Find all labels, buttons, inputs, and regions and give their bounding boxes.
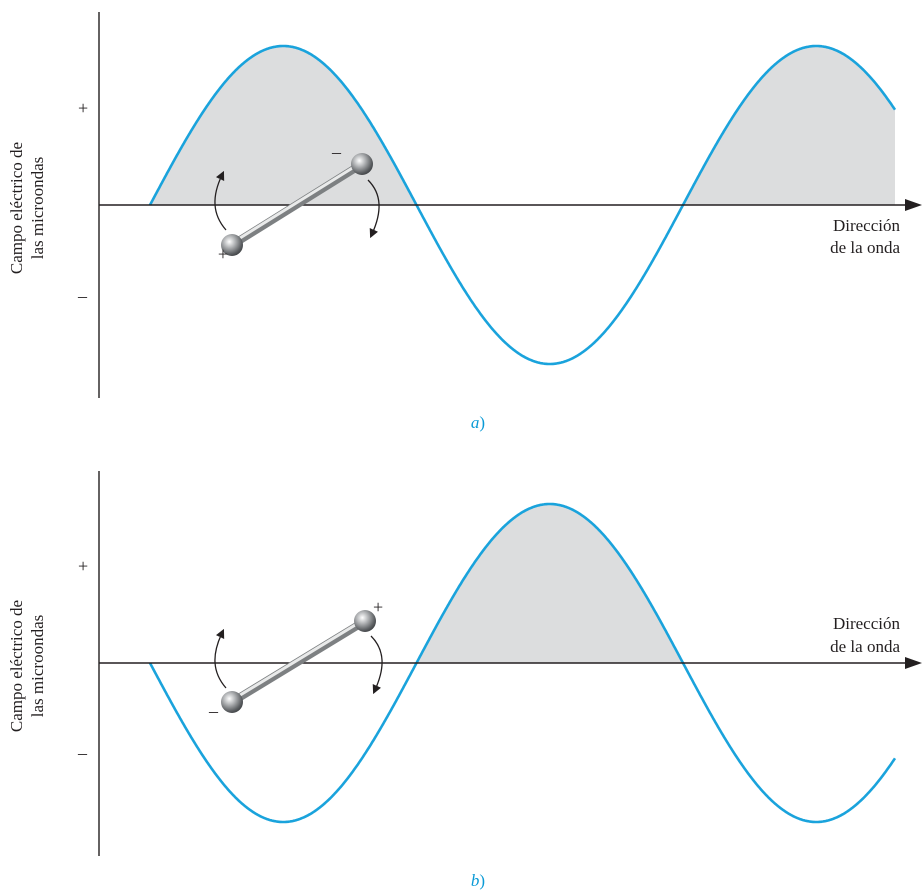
panel-caption-b: b)	[471, 871, 485, 890]
y-axis-label-line1: Campo eléctrico de	[7, 142, 26, 274]
water-dipole: + –	[208, 597, 383, 721]
y-axis-label-line1: Campo eléctrico de	[7, 600, 26, 732]
dipole-atom-upper	[354, 610, 376, 632]
minus-sign: –	[77, 743, 88, 763]
dipole-lower-charge: –	[208, 701, 219, 721]
dipole-upper-charge: +	[373, 597, 383, 617]
y-axis-label-line2: las microondas	[28, 157, 47, 259]
y-axis-label: Campo eléctrico de las microondas	[7, 142, 47, 274]
dipole-rod	[228, 160, 366, 249]
minus-sign: –	[77, 286, 88, 306]
x-axis-label-line2: de la onda	[830, 238, 900, 257]
x-axis-arrowhead	[905, 199, 922, 211]
dipole-atom-upper	[351, 153, 373, 175]
positive-half-shading	[417, 504, 683, 663]
y-axis-label-line2: las microondas	[28, 615, 47, 717]
x-axis-arrowhead	[905, 657, 922, 669]
panel-a: + – Campo eléctrico de las microondas Di…	[7, 12, 922, 432]
panel-caption-a: a)	[471, 413, 485, 432]
dipole-upper-charge: –	[331, 142, 342, 162]
microwave-wave-curve	[148, 44, 897, 366]
dipole-lower-charge: +	[218, 244, 228, 264]
x-axis-label-line2: de la onda	[830, 637, 900, 656]
panel-b: + – Campo eléctrico de las microondas Di…	[7, 471, 922, 890]
plus-sign: +	[78, 98, 88, 118]
dipole-rod-highlight	[230, 160, 364, 245]
rotation-arrow-up-icon	[214, 170, 227, 231]
x-axis-label-line1: Dirección	[833, 216, 901, 235]
rotation-arrow-down-icon	[370, 635, 383, 695]
dipole-rod-highlight	[230, 617, 367, 702]
water-dipole: – +	[214, 142, 380, 264]
positive-half-shading	[150, 46, 417, 206]
plus-sign: +	[78, 556, 88, 576]
dipole-atom-lower	[221, 691, 243, 713]
dipole-atom-lower	[221, 234, 243, 256]
positive-half-shading	[683, 46, 895, 205]
x-axis-label-line1: Dirección	[833, 614, 901, 633]
microwave-wave-curve	[148, 502, 897, 824]
y-axis-label: Campo eléctrico de las microondas	[7, 600, 47, 732]
rotation-arrow-up-icon	[214, 628, 227, 689]
rotation-arrow-down-icon	[367, 179, 380, 239]
dipole-rod	[228, 617, 369, 706]
